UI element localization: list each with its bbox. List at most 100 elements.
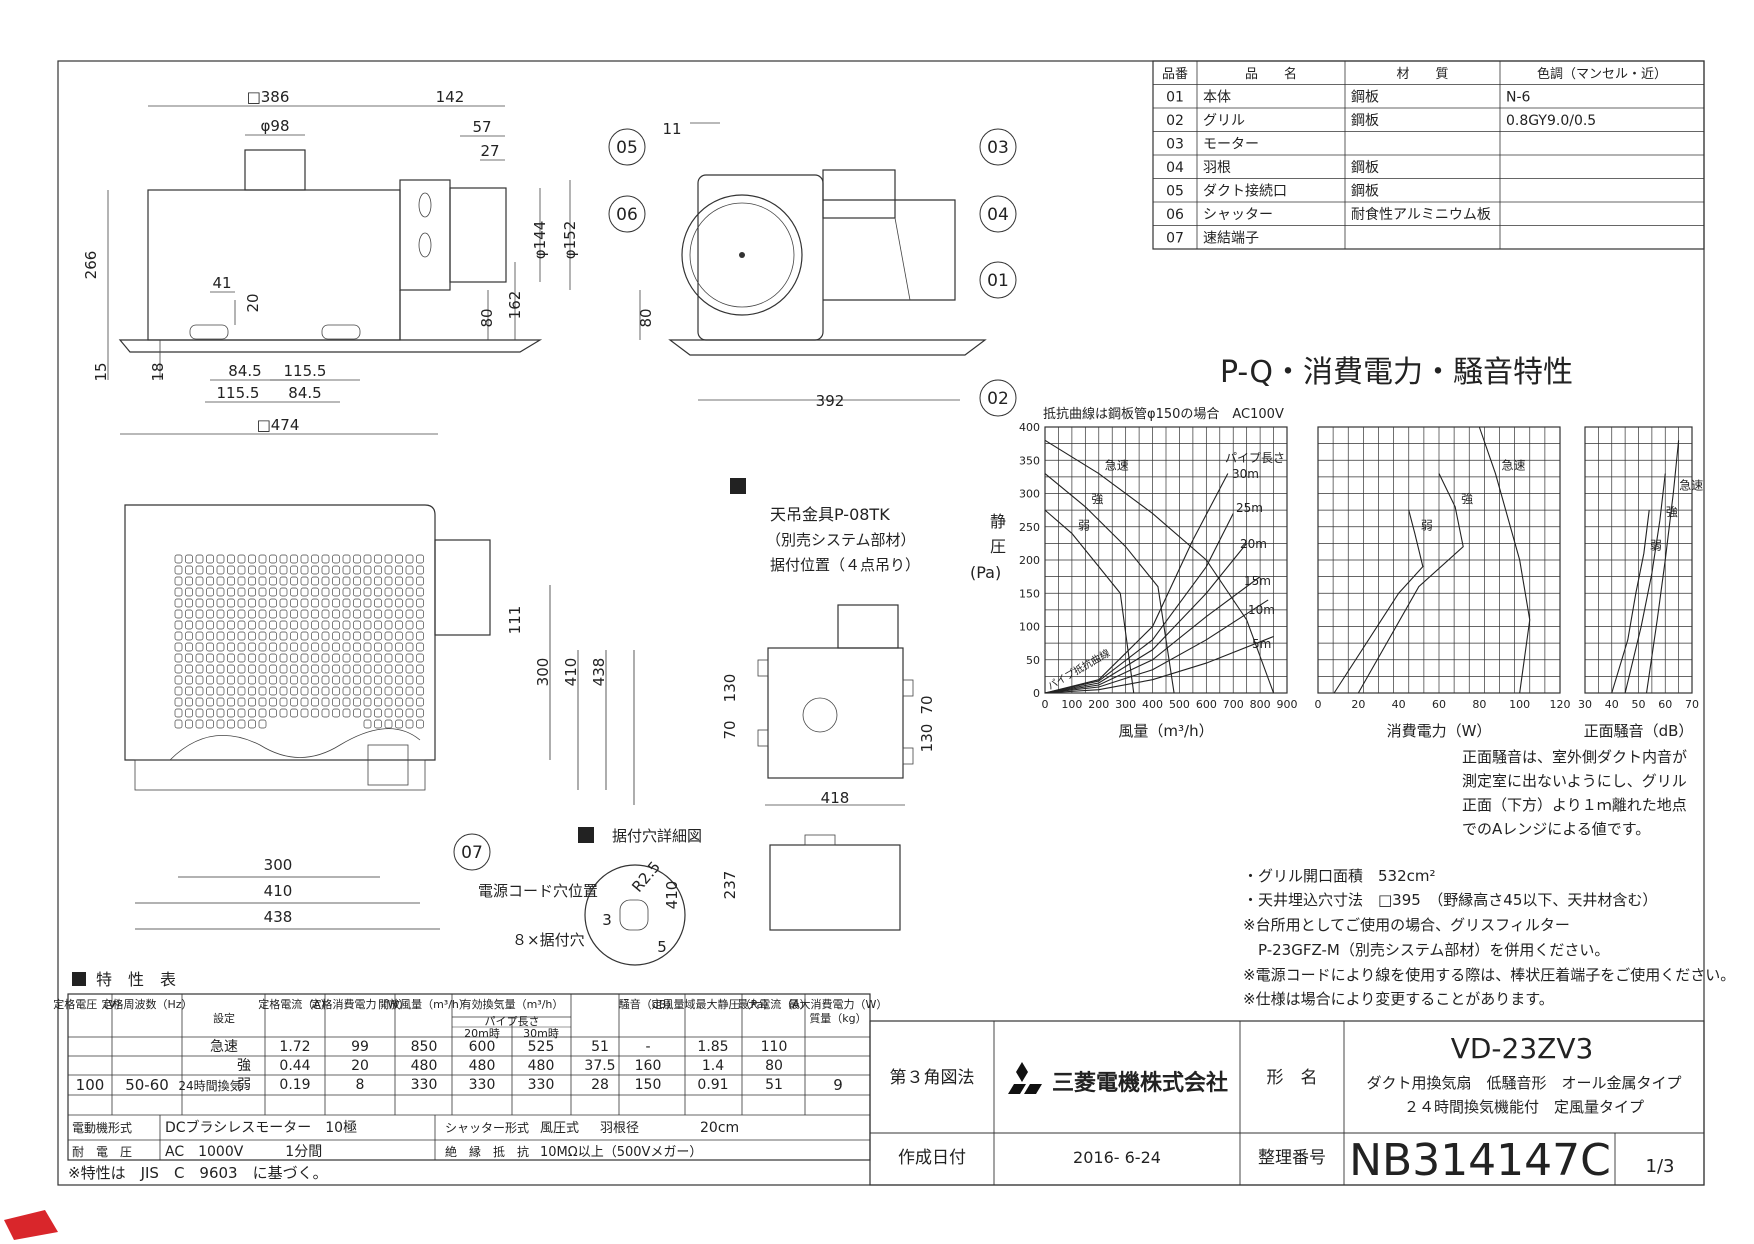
part-number: 03 [1166,137,1184,153]
part-callout-circle [608,195,646,233]
y-tick-label: 150 [1019,587,1040,600]
y-tick-label: 350 [1019,454,1040,467]
dimension-label: 162 [506,291,524,320]
note-line: ※仕様は場合により変更することがあります。 [1243,990,1554,1008]
x-tick-label: 70 [1685,698,1699,711]
part-number: 04 [1166,160,1184,176]
pipe-length-value: 5m [1252,637,1271,651]
x-tick-label: 120 [1550,698,1571,711]
company-name: 三菱電機株式会社 [1052,1070,1228,1096]
y-tick-label: 250 [1019,521,1040,534]
spec-cell: 0.19 [279,1077,310,1093]
series-label: 弱 [1421,518,1433,532]
series-label: 急速 [1105,458,1129,473]
spec-cell: 480 [528,1058,555,1074]
date-value: 2016- 6-24 [1073,1148,1161,1167]
series-line [1044,635,1274,694]
chart-ylabel-1: 静 [990,512,1006,531]
chart-note-line: 正面（下方）より１ｍ離れた地点 [1462,796,1687,814]
part-callout-circle [453,833,491,871]
dimension-label: 130 [721,674,739,703]
cord-hole-label: 電源コード穴位置 [478,882,598,900]
hole-dimension: 5 [657,938,667,956]
x-tick-label: 100 [1509,698,1530,711]
part-number: 06 [1166,207,1184,223]
series-label: 急速 [1679,478,1703,493]
dimension-label: 410 [562,658,580,687]
y-tick-label: 200 [1019,554,1040,567]
spec-header: 有効換気量（m³/h） [461,997,564,1011]
part-callout-label: 06 [616,205,638,225]
pipe-length-label: パイプ長さ [1225,451,1285,465]
part-cell: 耐食性アルミニウム板 [1351,206,1491,223]
dimension-label: 20 [244,293,262,312]
parts-header: 品 名 [1245,66,1297,82]
hole-detail-drawing [578,827,686,966]
date-label: 作成日付 [898,1148,966,1168]
spec-cell: 110 [761,1039,788,1055]
part-number: 05 [1166,184,1184,200]
mount-holes-label: ８×据付穴 [512,931,585,949]
y-tick-label: 100 [1019,621,1040,634]
spec-cell: 急速 [210,1039,238,1055]
part-cell: モーター [1203,137,1259,153]
bottom-view-drawing [124,504,491,791]
part-cell: 鋼板 [1351,184,1379,200]
spec-cell: 850 [411,1039,438,1055]
hole-dimension: R2.5 [628,858,664,896]
part-cell: N-6 [1506,90,1531,106]
series-line [1044,576,1261,694]
dimension-label: 300 [534,658,552,687]
x-axis-label: 消費電力（W） [1387,722,1492,740]
hole-dimension: 3 [602,911,612,929]
series-label: 弱 [1078,518,1090,532]
spec-cell: 51 [765,1077,783,1093]
dimension-label: 438 [590,658,608,687]
spec-cell: 0.91 [697,1077,728,1093]
spec-cell: 330 [469,1077,496,1093]
x-tick-label: 30 [1578,698,1592,711]
spec-cell: 28 [591,1077,609,1093]
part-cell: 本体 [1203,90,1231,106]
dimension-label: 115.5 [284,362,327,380]
x-tick-label: 500 [1169,698,1190,711]
spec-cell: - [645,1039,650,1055]
part-cell: 速結端子 [1203,231,1259,247]
series-line [1044,599,1269,694]
y-tick-label: 300 [1019,488,1040,501]
spec-cell: 1.4 [702,1058,724,1074]
part-cell: 0.8GY9.0/0.5 [1506,113,1596,129]
spec-header: 最大電流（A） [737,997,811,1011]
spec-header: 最大消費電力（W） [789,997,888,1011]
part-callout-label: 05 [616,138,638,158]
dimension-label: 70 [918,695,936,714]
dimension-label: 41 [212,274,231,292]
spec-frequency: 50-60 [125,1076,169,1094]
y-tick-label: 400 [1019,421,1040,434]
spec-cell: 600 [469,1039,496,1055]
spec-header: パイプ長さ [485,1015,540,1028]
series-line [1044,509,1135,694]
dimension-label: 18 [149,362,167,381]
spec-cell: 51 [591,1039,609,1055]
chart-note-line: でのAレンジによる値です。 [1462,820,1650,838]
dimension-label: 84.5 [288,384,321,402]
spec-table: 定格電圧（V）定格周波数（Hz）設定定格電流（A）定格消費電力（W）開放風量（m… [53,993,888,1182]
part-callout-label: 02 [987,389,1009,409]
chart-subtitle: 抵抗曲線は鋼板管φ150の場合 AC100V [1043,406,1284,422]
dimension-label: 57 [472,118,491,136]
x-tick-label: 0 [1042,698,1049,711]
chart-note-line: 測定室に出ないようにし、グリル [1462,772,1687,790]
dimension-label: □386 [247,88,290,106]
part-cell: 鋼板 [1351,90,1379,106]
dimension-label: 438 [264,908,293,926]
hole-dimension: 410 [663,881,681,910]
pipe-length-value: 25m [1236,501,1263,515]
dimension-label: 11 [662,120,681,138]
x-tick-label: 100 [1061,698,1082,711]
